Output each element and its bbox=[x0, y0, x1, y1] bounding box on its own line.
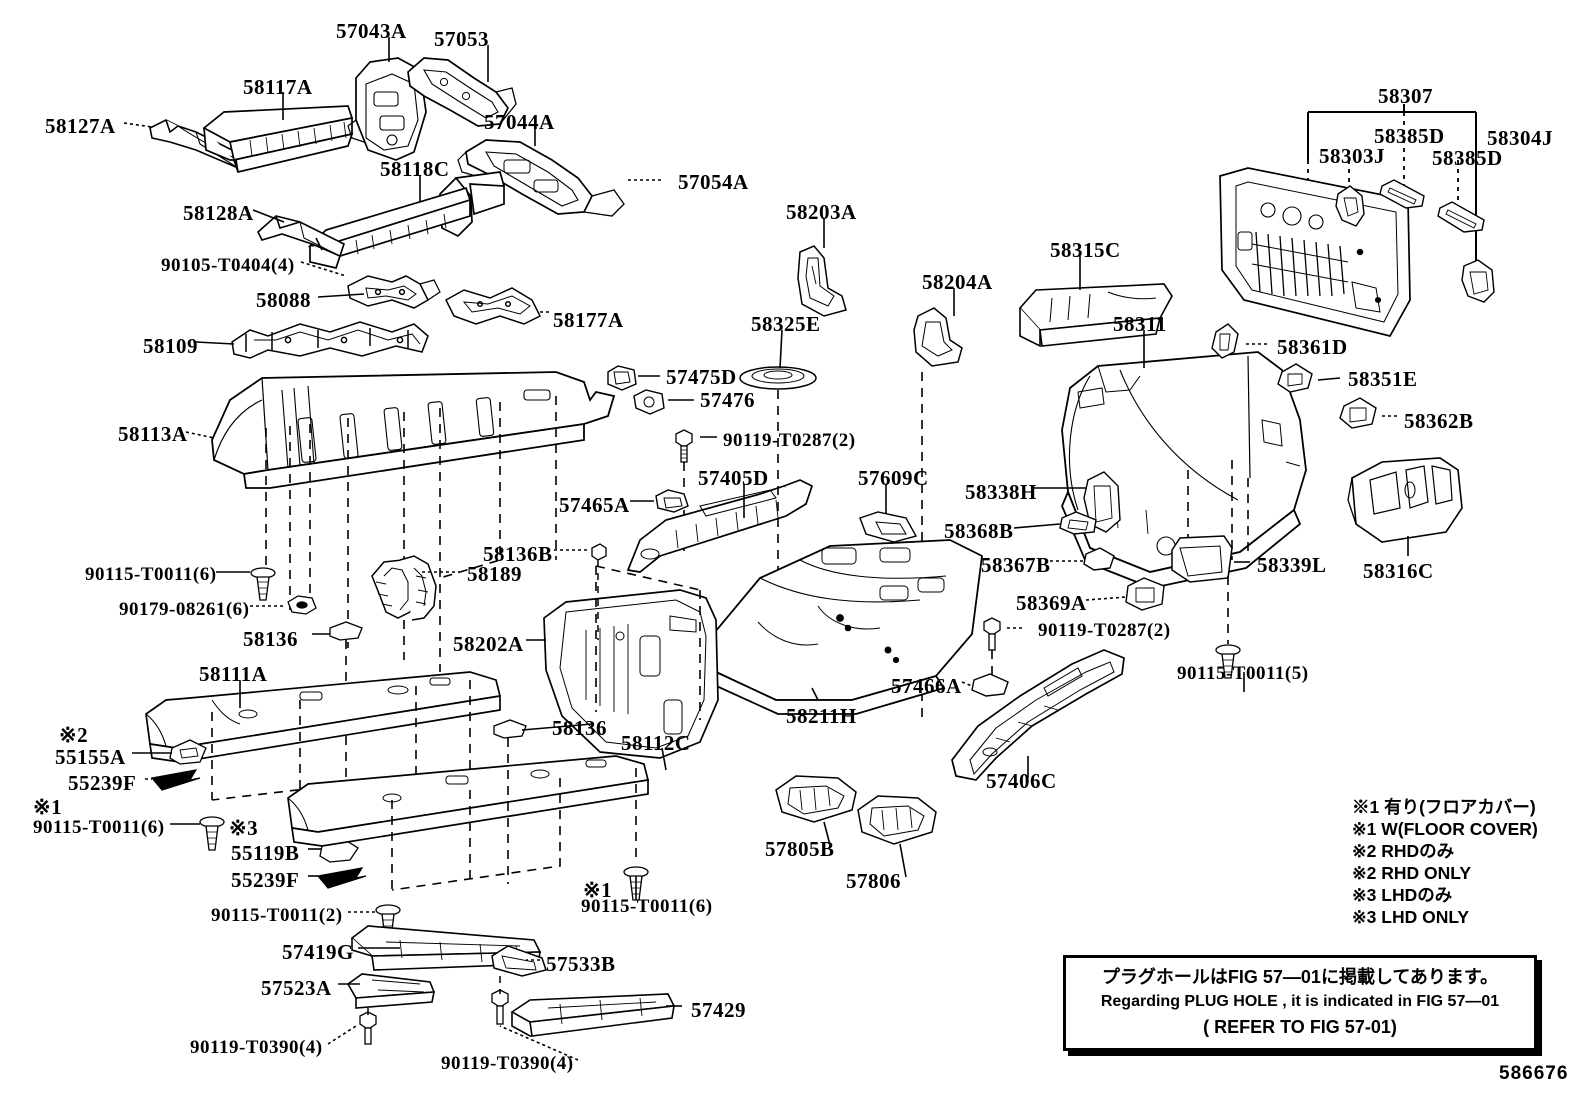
part-label-90105-t0404-4[interactable]: 90105-T0404(4) bbox=[161, 255, 295, 276]
part-label-58204a[interactable]: 58204A bbox=[922, 270, 993, 294]
part-label-90119-t0287-2-a[interactable]: 90119-T0287(2) bbox=[723, 430, 856, 451]
part-label-note3-55119b[interactable]: ※3 bbox=[229, 816, 259, 840]
part-label-58203a[interactable]: 58203A bbox=[786, 200, 857, 224]
legend-note-line-3: ※2 RHDのみ bbox=[1352, 841, 1455, 861]
part-label-58202a[interactable]: 58202A bbox=[453, 632, 524, 656]
part-label-90179-08261-6[interactable]: 90179-08261(6) bbox=[119, 599, 250, 620]
legend-note-line-1: ※1 有り(フロアカバー) bbox=[1352, 797, 1536, 817]
part-label-note1-90115[interactable]: ※1 bbox=[33, 795, 63, 819]
part-label-58338h[interactable]: 58338H bbox=[965, 480, 1037, 504]
part-label-55239f-b[interactable]: 55239F bbox=[231, 868, 300, 892]
legend-note-line-5: ※3 LHDのみ bbox=[1352, 885, 1453, 905]
part-label-57465a[interactable]: 57465A bbox=[559, 493, 630, 517]
part-label-note2-55155a[interactable]: ※2 bbox=[59, 723, 89, 747]
part-label-58177a[interactable]: 58177A bbox=[553, 308, 624, 332]
part-label-58367b[interactable]: 58367B bbox=[981, 553, 1051, 577]
part-label-57044a[interactable]: 57044A bbox=[484, 110, 555, 134]
part-label-58136-b[interactable]: 58136 bbox=[552, 716, 607, 740]
part-label-58136b[interactable]: 58136B bbox=[483, 542, 553, 566]
part-label-58127a[interactable]: 58127A bbox=[45, 114, 116, 138]
legend-notes: ※1 有り(フロアカバー)※1 W(FLOOR COVER)※2 RHDのみ※2… bbox=[1352, 796, 1538, 928]
part-label-90115-t0011-6-b[interactable]: 90115-T0011(6) bbox=[33, 817, 165, 838]
part-label-57806[interactable]: 57806 bbox=[846, 869, 901, 893]
part-label-58361d[interactable]: 58361D bbox=[1277, 335, 1348, 359]
part-label-58112c[interactable]: 58112C bbox=[621, 731, 691, 755]
plug-note-line-ref: ( REFER TO FIG 57-01) bbox=[1203, 1017, 1397, 1037]
part-label-58128a[interactable]: 58128A bbox=[183, 201, 254, 225]
part-label-55119b[interactable]: 55119B bbox=[231, 841, 300, 865]
part-label-58385d-2[interactable]: 58385D bbox=[1432, 146, 1503, 170]
part-label-90119-t0287-2-b[interactable]: 90119-T0287(2) bbox=[1038, 620, 1171, 641]
part-label-58189[interactable]: 58189 bbox=[467, 562, 522, 586]
legend-note-line-4: ※2 RHD ONLY bbox=[1352, 863, 1472, 883]
part-label-58351e[interactable]: 58351E bbox=[1348, 367, 1418, 391]
part-label-57406c[interactable]: 57406C bbox=[986, 769, 1057, 793]
part-label-58111a[interactable]: 58111A bbox=[199, 662, 268, 686]
part-label-57533b[interactable]: 57533B bbox=[546, 952, 616, 976]
legend-note-line-2: ※1 W(FLOOR COVER) bbox=[1352, 819, 1538, 839]
part-label-90119-t0390-4-b[interactable]: 90119-T0390(4) bbox=[441, 1053, 574, 1074]
part-label-57429[interactable]: 57429 bbox=[691, 998, 746, 1022]
part-label-58385d-1[interactable]: 58385D bbox=[1374, 124, 1445, 148]
part-label-58136-a[interactable]: 58136 bbox=[243, 627, 298, 651]
part-label-58088[interactable]: 58088 bbox=[256, 288, 311, 312]
part-label-90115-t0011-6-a[interactable]: 90115-T0011(6) bbox=[85, 564, 217, 585]
plug-note-line-en: Regarding PLUG HOLE , it is indicated in… bbox=[1100, 993, 1500, 1010]
part-label-58118c[interactable]: 58118C bbox=[380, 157, 450, 181]
part-label-57054a[interactable]: 57054A bbox=[678, 170, 749, 194]
part-label-57805b[interactable]: 57805B bbox=[765, 837, 835, 861]
part-label-58304j[interactable]: 58304J bbox=[1487, 126, 1553, 150]
part-label-58117a[interactable]: 58117A bbox=[243, 75, 313, 99]
part-label-57523a[interactable]: 57523A bbox=[261, 976, 332, 1000]
part-label-55155a[interactable]: 55155A bbox=[55, 745, 126, 769]
part-label-55239f-a[interactable]: 55239F bbox=[68, 771, 137, 795]
part-label-58362b[interactable]: 58362B bbox=[1404, 409, 1474, 433]
part-label-90115-t0011-2[interactable]: 90115-T0011(2) bbox=[211, 905, 343, 926]
part-label-57043a[interactable]: 57043A bbox=[336, 19, 407, 43]
part-label-57405d[interactable]: 57405D bbox=[698, 466, 769, 490]
part-label-58325e[interactable]: 58325E bbox=[751, 312, 821, 336]
part-label-58211h[interactable]: 58211H bbox=[786, 704, 857, 728]
part-label-57053[interactable]: 57053 bbox=[434, 27, 489, 51]
part-label-58311[interactable]: 58311 bbox=[1113, 312, 1167, 336]
plug-hole-note-box: プラグホールはFIG 57—01に掲載してあります。 Regarding PLU… bbox=[1063, 955, 1537, 1051]
part-label-58369a[interactable]: 58369A bbox=[1016, 591, 1087, 615]
part-label-58307[interactable]: 58307 bbox=[1378, 84, 1433, 108]
part-label-58339l[interactable]: 58339L bbox=[1257, 553, 1327, 577]
part-label-57475d[interactable]: 57475D bbox=[666, 365, 737, 389]
part-label-57476[interactable]: 57476 bbox=[700, 388, 755, 412]
part-label-57466a[interactable]: 57466A bbox=[891, 674, 962, 698]
part-label-note1-90115b[interactable]: ※1 bbox=[583, 878, 613, 902]
part-label-90115-t0011-6-c[interactable]: 90115-T0011(6) bbox=[581, 896, 713, 917]
part-label-58368b[interactable]: 58368B bbox=[944, 519, 1014, 543]
part-label-58109[interactable]: 58109 bbox=[143, 334, 198, 358]
part-label-90115-t0011-5[interactable]: 90115-T0011(5) bbox=[1177, 663, 1309, 684]
figure-number: 586676 bbox=[1499, 1063, 1569, 1084]
part-label-58316c[interactable]: 58316C bbox=[1363, 559, 1434, 583]
part-label-90119-t0390-4-a[interactable]: 90119-T0390(4) bbox=[190, 1037, 323, 1058]
part-label-58315c[interactable]: 58315C bbox=[1050, 238, 1121, 262]
legend-note-line-6: ※3 LHD ONLY bbox=[1352, 907, 1470, 927]
part-label-57609c[interactable]: 57609C bbox=[858, 466, 929, 490]
plug-note-line-jp: プラグホールはFIG 57—01に掲載してあります。 bbox=[1101, 967, 1499, 987]
part-label-58303j[interactable]: 58303J bbox=[1319, 144, 1385, 168]
part-label-58113a[interactable]: 58113A bbox=[118, 422, 188, 446]
part-label-57419g[interactable]: 57419G bbox=[282, 940, 354, 964]
